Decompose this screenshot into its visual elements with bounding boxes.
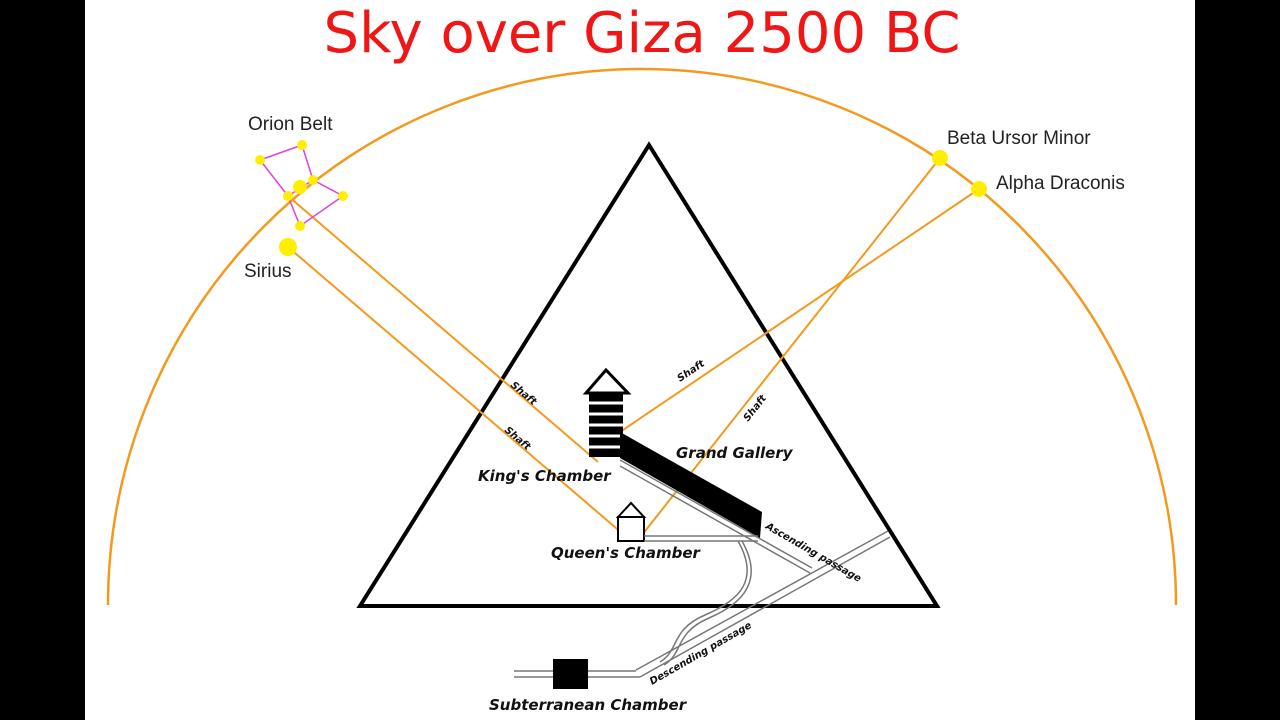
sky-arc — [106, 67, 1178, 606]
orion-constellation — [255, 140, 348, 231]
diagram-title: Sky over Giza 2500 BC — [324, 1, 961, 66]
beta-ursa-minor-star — [932, 150, 948, 166]
sirius-label: Sirius — [244, 261, 292, 282]
kings-chamber — [582, 367, 632, 457]
kings-chamber-north-shaft-line — [619, 188, 980, 433]
pyramid-outline — [356, 141, 941, 608]
queens-chamber-south-shaft-line — [287, 246, 631, 541]
shaft-lines — [287, 157, 980, 541]
shaft-label: Shaft — [508, 380, 539, 409]
horizontal-passage — [644, 535, 758, 542]
giza-sky-diagram: Sky over Giza 2500 BC — [106, 1, 1178, 714]
orion-star — [338, 191, 348, 201]
orion-star — [255, 155, 265, 165]
orion-star — [283, 191, 293, 201]
sirius-star — [279, 238, 297, 256]
subterranean-chamber-label: Subterranean Chamber — [489, 696, 688, 714]
diagram-canvas: Sky over Giza 2500 BC — [85, 0, 1195, 720]
orion-star — [295, 221, 305, 231]
orion-belt-label: Orion Belt — [248, 114, 333, 135]
queens-chamber — [615, 501, 647, 542]
alpha-draconis-star — [971, 181, 987, 197]
shaft-label: Shaft — [742, 392, 770, 424]
queens-chamber-label: Queen's Chamber — [551, 544, 702, 562]
grand-gallery-label: Grand Gallery — [676, 444, 794, 462]
orion-star — [297, 140, 307, 150]
orion-star — [293, 180, 307, 194]
kings-chamber-south-shaft-line — [287, 195, 599, 463]
shaft-label: Shaft — [676, 358, 708, 385]
beta-ursa-minor-label: Beta Ursor Minor — [947, 128, 1091, 149]
subterranean-chamber — [553, 659, 588, 689]
ascending-passage — [619, 459, 813, 574]
shaft-label: Shaft — [502, 425, 533, 454]
alpha-draconis-label: Alpha Draconis — [996, 173, 1125, 194]
kings-chamber-label: King's Chamber — [478, 467, 612, 485]
well-shaft — [659, 540, 748, 663]
grand-gallery — [620, 432, 762, 538]
orion-star — [308, 175, 318, 185]
